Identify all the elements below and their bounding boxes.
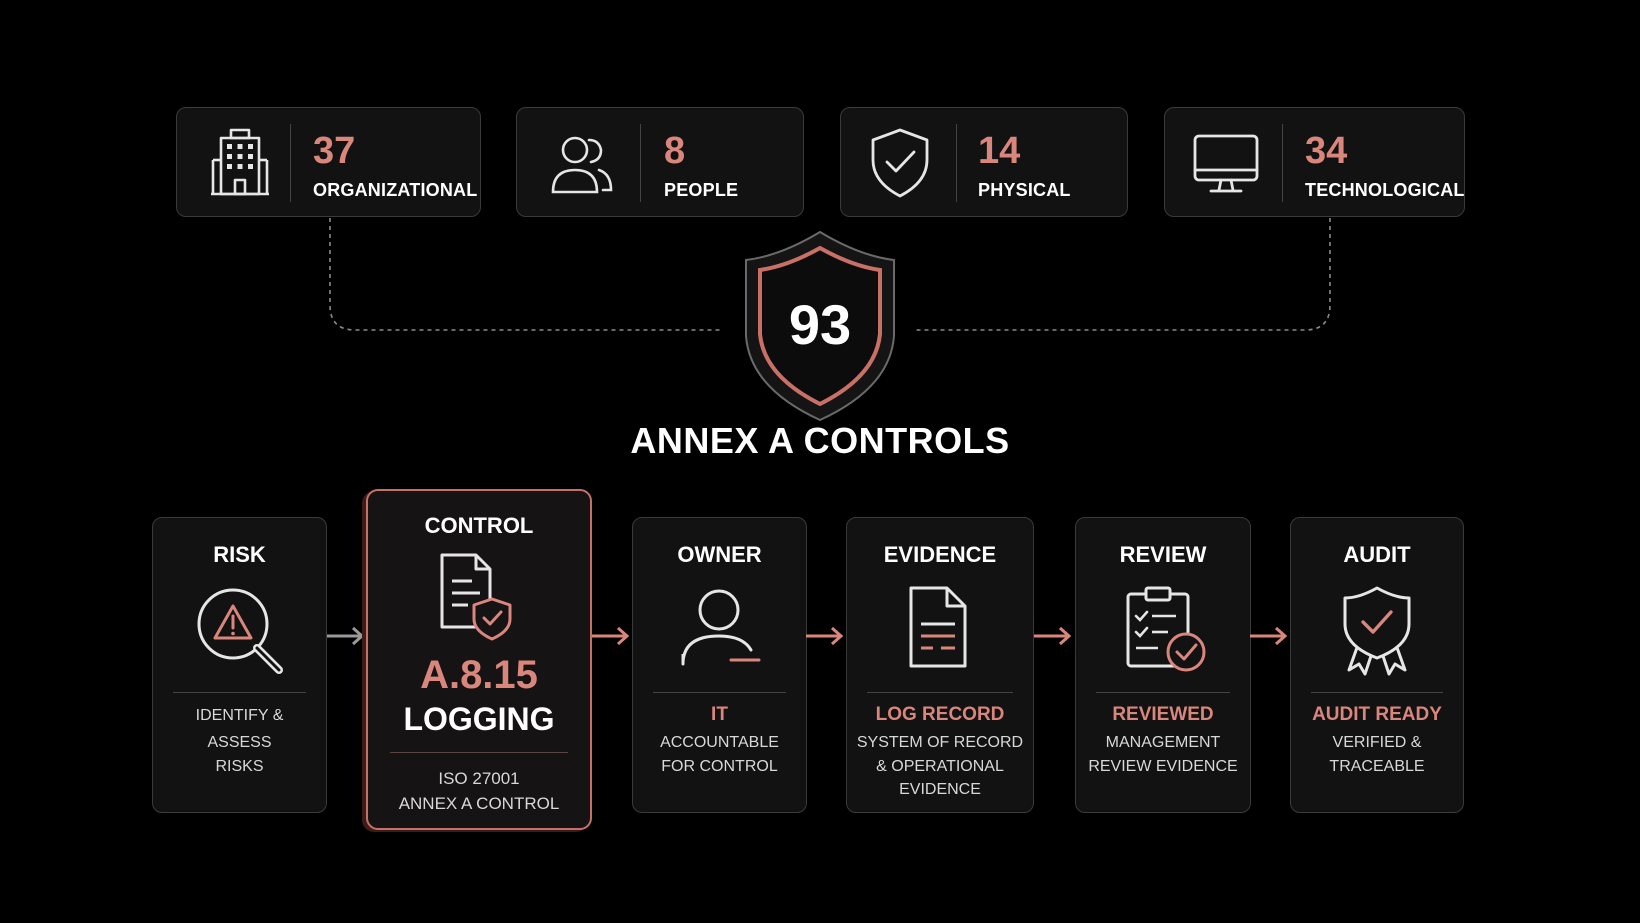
divider: [1096, 692, 1230, 693]
building-icon: [211, 128, 269, 196]
category-count: 14: [978, 130, 1021, 172]
step-desc-line: SYSTEM OF RECORD: [856, 734, 1024, 751]
step-control: CONTROL A.8.15 LOGGING ISO 27001 ANNEX A…: [366, 489, 592, 830]
monitor-icon: [1193, 134, 1259, 193]
step-heading: OWNER: [677, 542, 762, 567]
step-heading: CONTROL: [424, 513, 534, 538]
control-code: A.8.15: [420, 653, 538, 697]
category-card-people: 8 PEOPLE: [516, 107, 804, 217]
step-evidence: EVIDENCE LOG RECORD SYSTEM OF RECORD & O…: [846, 517, 1034, 813]
step-desc-line: ISO 27001: [438, 769, 520, 788]
step-heading: RISK: [213, 542, 266, 567]
step-risk: RISK IDENTIFY & ASSESS RISKS: [152, 517, 327, 813]
divider: [173, 692, 306, 693]
step-audit: AUDIT AUDIT READY VERIFIED & TRACEABLE: [1290, 517, 1464, 813]
people-icon: [551, 136, 613, 194]
shield-icon: [745, 230, 895, 422]
category-card-physical: 14 PHYSICAL: [840, 107, 1128, 217]
step-desc-line: TRACEABLE: [1329, 758, 1425, 775]
step-highlight: AUDIT READY: [1312, 704, 1442, 725]
clipboard-check-icon: [1126, 586, 1206, 672]
step-heading: REVIEW: [1119, 542, 1207, 567]
category-label: TECHNOLOGICAL: [1305, 180, 1465, 200]
user-icon: [681, 589, 761, 666]
arrow-right-icon: [592, 626, 630, 646]
step-desc-line: IDENTIFY &: [195, 707, 284, 724]
category-card-technological: 34 TECHNOLOGICAL: [1164, 107, 1465, 217]
category-label: PHYSICAL: [978, 180, 1071, 200]
arrow-right-icon: [806, 626, 844, 646]
step-desc-line: MANAGEMENT: [1105, 734, 1221, 751]
badge-check-icon: [1343, 586, 1411, 676]
step-highlight: LOG RECORD: [875, 704, 1005, 725]
control-name: LOGGING: [403, 701, 555, 737]
divider: [1311, 692, 1443, 693]
step-review: REVIEW REVIEWED MANAGEMENT REVIEW EVIDEN…: [1075, 517, 1251, 813]
step-heading: EVIDENCE: [883, 542, 997, 567]
step-heading: AUDIT: [1343, 542, 1411, 567]
category-count: 8: [664, 130, 686, 172]
card-separator: [956, 124, 957, 202]
card-separator: [640, 124, 641, 202]
step-desc-line: FOR CONTROL: [661, 758, 778, 775]
category-count: 34: [1305, 130, 1348, 172]
divider: [390, 752, 568, 753]
card-separator: [1282, 124, 1283, 202]
step-highlight: REVIEWED: [1112, 704, 1214, 725]
step-desc-line: EVIDENCE: [899, 781, 981, 798]
step-owner: OWNER IT ACCOUNTABLE FOR CONTROL: [632, 517, 807, 813]
divider: [867, 692, 1013, 693]
step-desc-line: & OPERATIONAL: [876, 758, 1004, 775]
warning-magnifier-icon: [197, 588, 283, 674]
step-desc-line: ASSESS: [207, 734, 272, 751]
category-card-organizational: 37 ORGANIZATIONAL: [176, 107, 481, 217]
divider: [653, 692, 786, 693]
step-desc-line: VERIFIED &: [1332, 734, 1422, 751]
category-label: ORGANIZATIONAL: [313, 180, 478, 200]
arrow-right-icon: [1034, 626, 1072, 646]
step-desc-line: ACCOUNTABLE: [660, 734, 779, 751]
step-highlight: IT: [711, 704, 728, 725]
card-separator: [290, 124, 291, 202]
step-desc-line: ANNEX A CONTROL: [398, 794, 560, 813]
shield-check-icon: [871, 128, 929, 198]
category-label: PEOPLE: [664, 180, 739, 200]
total-title: ANNEX A CONTROLS: [630, 420, 1010, 461]
arrow-right-icon: [327, 626, 365, 646]
arrow-right-icon: [1250, 626, 1288, 646]
document-shield-icon: [440, 553, 512, 641]
category-count: 37: [313, 130, 356, 172]
step-desc-line: REVIEW EVIDENCE: [1088, 758, 1238, 775]
step-desc-line: RISKS: [215, 758, 264, 775]
document-icon: [909, 586, 967, 668]
total-count: 93: [788, 293, 852, 356]
